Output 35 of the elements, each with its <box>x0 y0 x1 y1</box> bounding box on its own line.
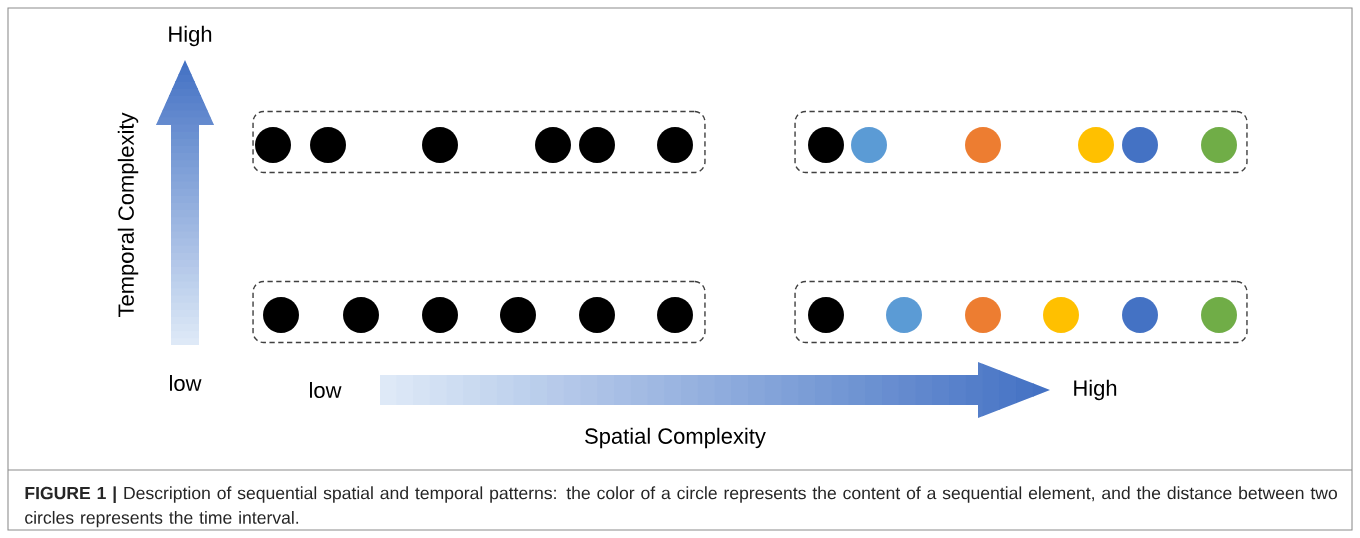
sequence-circle <box>1078 127 1114 163</box>
sequence-circle <box>255 127 291 163</box>
sequence-circle <box>263 297 299 333</box>
sequence-circle <box>1122 297 1158 333</box>
sequence-circle <box>535 127 571 163</box>
sequence-circle <box>310 127 346 163</box>
sequence-circle <box>500 297 536 333</box>
sequence-circle <box>657 127 693 163</box>
sequence-circle <box>851 127 887 163</box>
sequence-box <box>252 110 706 174</box>
sequence-circle <box>808 297 844 333</box>
sequence-circle <box>343 297 379 333</box>
sequence-circle <box>422 297 458 333</box>
sequence-box <box>252 280 706 344</box>
axis-label: High <box>1074 379 1117 401</box>
sequence-circle <box>579 297 615 333</box>
axis-label: Spatial Complexity <box>585 427 766 449</box>
sequence-circle <box>422 127 458 163</box>
sequence-circle <box>1201 127 1237 163</box>
sequence-circle <box>1122 127 1158 163</box>
sequence-circle <box>965 297 1001 333</box>
axis-label: High <box>169 25 212 47</box>
axis-label: low <box>310 381 342 399</box>
sequence-circle <box>657 297 693 333</box>
axis-label: Temporal Complexity <box>117 112 139 318</box>
sequence-box <box>794 280 1248 344</box>
sequence-circle <box>886 297 922 333</box>
figure-caption: FIGURE 1 | Description of sequential spatial and temporal patterns: the color of a circle represents the content of a sequential element, and the distance between two circles represents the time interval. <box>25 486 1337 528</box>
axis-label: low <box>170 374 202 392</box>
sequence-box <box>794 110 1248 174</box>
sequence-circle <box>579 127 615 163</box>
sequence-circle <box>1043 297 1079 333</box>
sequence-circle <box>965 127 1001 163</box>
sequence-circle <box>1201 297 1237 333</box>
sequence-circle <box>808 127 844 163</box>
